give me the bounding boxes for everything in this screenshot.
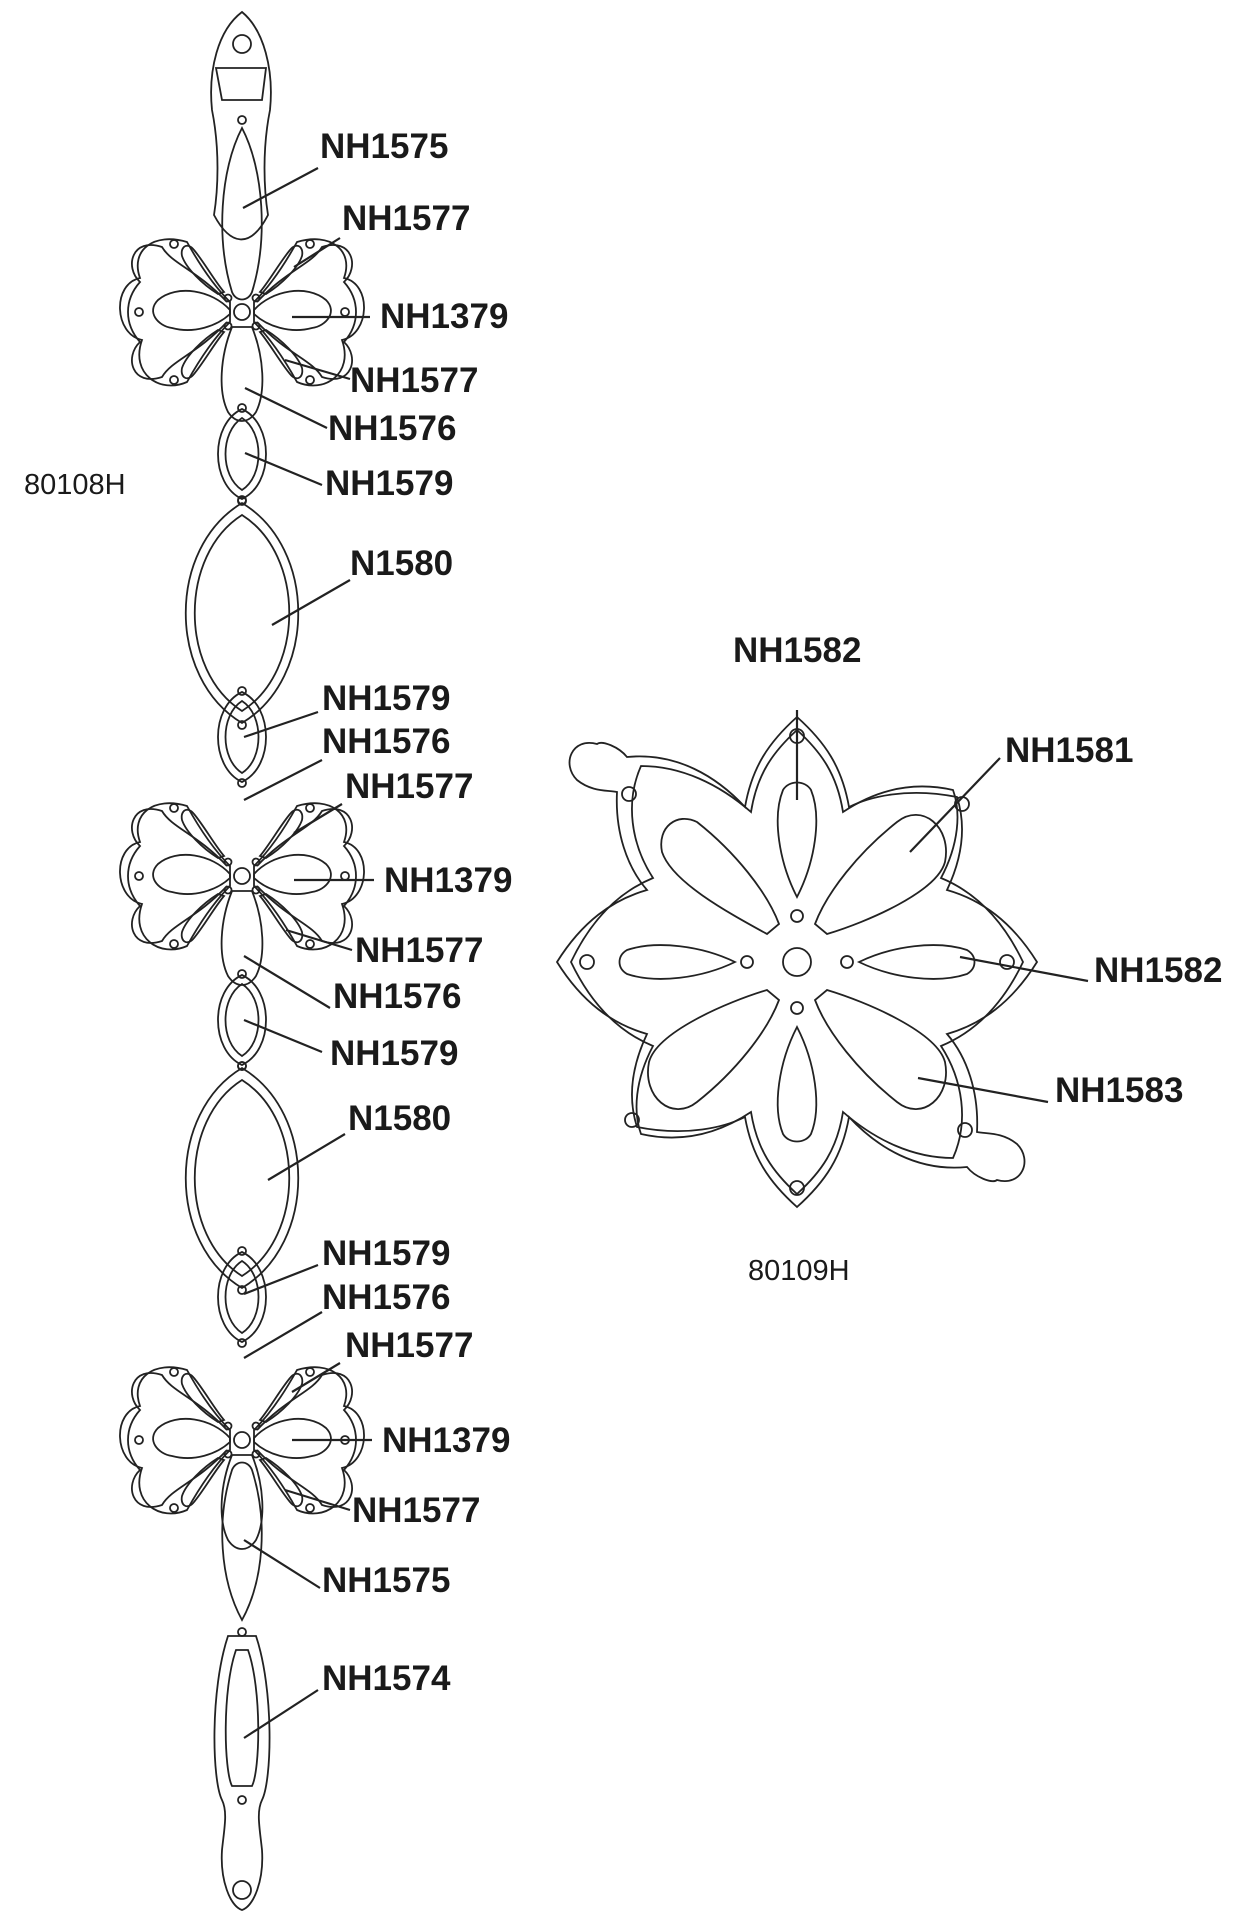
callout-label: NH1575 [320,127,448,166]
assembly-caption-80109h: 80109H [748,1255,850,1287]
callout-label: NH1577 [342,199,470,238]
callout-label: NH1575 [322,1561,450,1600]
callout-label: NH1576 [333,977,461,1016]
callouts-80109h: NH1582 NH1581 NH1582 NH1583 80109H [733,631,1222,1287]
callout-label: NH1579 [322,679,450,718]
callout-label: NH1574 [322,1659,451,1698]
callout-label: NH1576 [322,1278,450,1317]
callout-label: NH1577 [352,1491,480,1530]
assembly-caption-80108h: 80108H [24,469,126,501]
callout-label: N1580 [350,544,453,583]
callout-label: NH1583 [1055,1071,1183,1110]
chain-assembly-80108h [119,10,365,1911]
callouts-80108h: NH1575 NH1577 NH1379 NH1577 NH1576 NH157… [24,127,512,1698]
callout-label: NH1582 [1094,951,1222,990]
leader-lines-80108h [242,167,374,1739]
callout-label: NH1577 [345,767,473,806]
callout-label: NH1379 [382,1421,510,1460]
callout-label: N1580 [348,1099,451,1138]
callout-label: NH1379 [384,861,512,900]
callout-label: NH1581 [1005,731,1133,770]
callout-label: NH1576 [328,409,456,448]
callout-label: NH1582 [733,631,861,670]
flower-assembly-80109h [555,715,1039,1209]
callout-label: NH1579 [325,464,453,503]
callout-label: NH1579 [330,1034,458,1073]
callout-label: NH1577 [355,931,483,970]
callout-label: NH1577 [350,361,478,400]
callout-label: NH1579 [322,1234,450,1273]
leader-lines-80109h [795,710,1089,1104]
callout-label: NH1379 [380,297,508,336]
callout-label: NH1577 [345,1326,473,1365]
callout-label: NH1576 [322,722,450,761]
